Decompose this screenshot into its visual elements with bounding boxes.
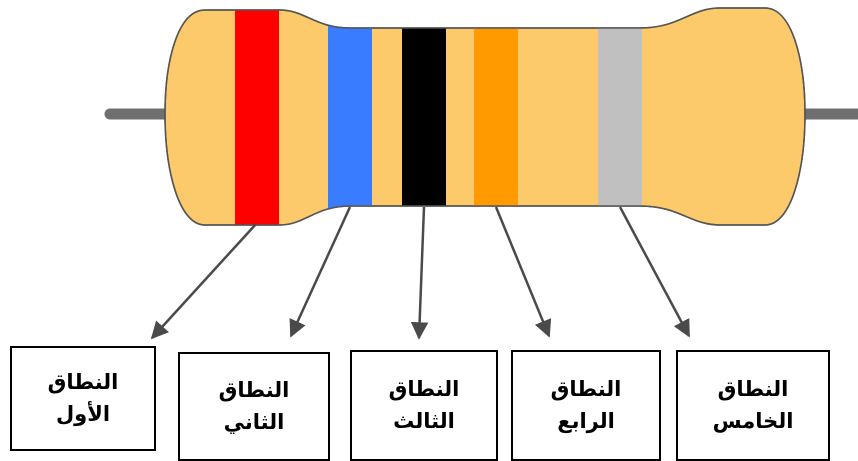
arrow-band-4	[494, 206, 552, 338]
label-band-3: النطاق الثالث	[350, 350, 498, 461]
label-band-5: النطاق الخامس	[676, 350, 830, 461]
arrow-band-2	[289, 206, 352, 338]
label-band-1: النطاق الأول	[10, 346, 156, 451]
label-band-4-line1: النطاق	[550, 377, 622, 401]
label-band-3-line2: الثالث	[393, 408, 455, 433]
label-band-1-line2: الأول	[55, 401, 111, 426]
band-5	[598, 8, 642, 225]
band-2	[328, 8, 372, 225]
label-band-2-line2: الثاني	[223, 409, 285, 434]
band-1	[235, 8, 279, 225]
label-band-5-line2: الخامس	[712, 408, 794, 433]
band-3	[402, 8, 446, 225]
band-4	[474, 8, 518, 225]
label-band-2: النطاق الثاني	[178, 352, 330, 461]
label-band-5-line1: النطاق	[717, 377, 789, 401]
arrow-band-5	[618, 206, 691, 338]
label-band-4: النطاق الرابع	[511, 350, 661, 461]
arrow-band-3	[410, 206, 429, 340]
label-band-3-line1: النطاق	[388, 377, 460, 401]
label-band-1-line1: النطاق	[47, 370, 119, 394]
arrow-band-1	[150, 223, 257, 340]
label-band-4-line2: الرابع	[557, 408, 615, 433]
label-band-2-line1: النطاق	[218, 378, 290, 402]
